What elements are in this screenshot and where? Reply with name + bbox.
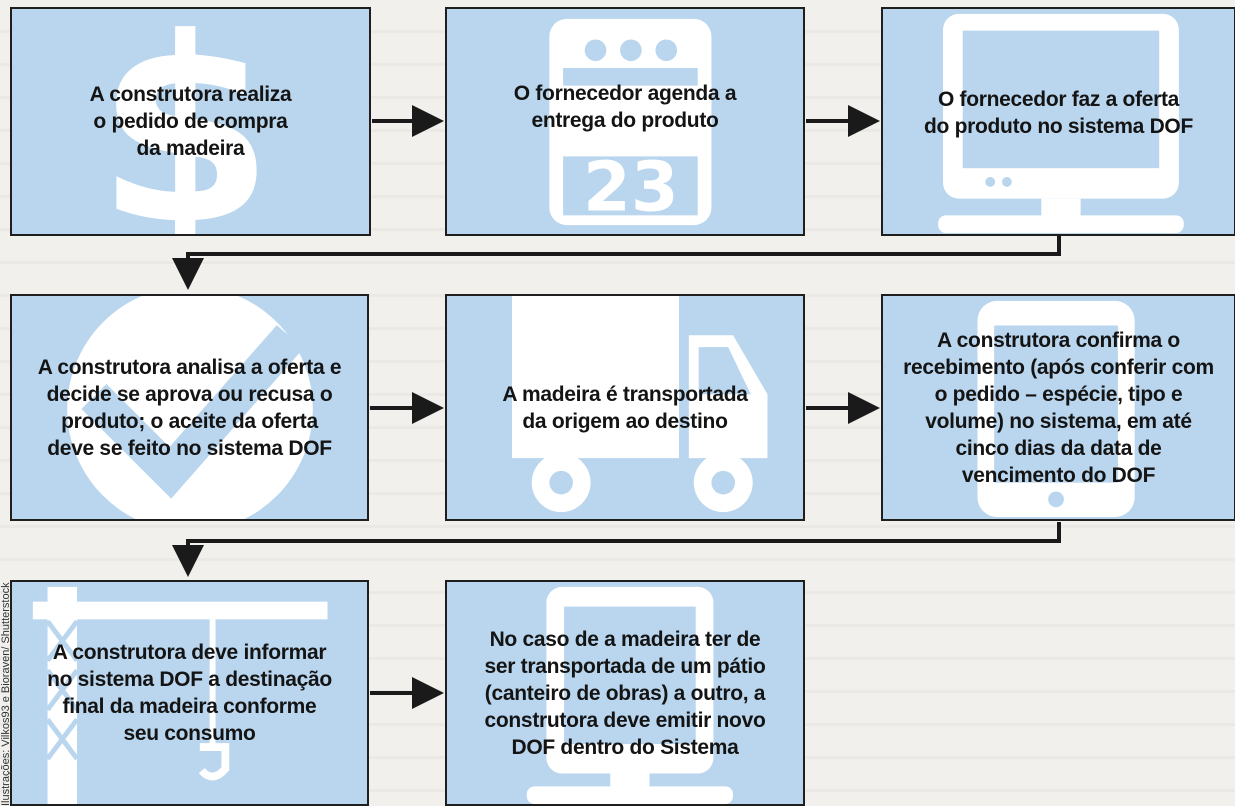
step-1-text: A construtora realiza o pedido de compra… xyxy=(89,83,292,160)
calendar-day: 23 xyxy=(583,147,679,227)
checkmark-icon xyxy=(67,296,313,519)
calendar-icon: 23 xyxy=(549,18,712,227)
step-4-text: A construtora analisa a oferta e decide … xyxy=(37,355,342,460)
monitor-icon xyxy=(938,13,1184,234)
step-2-box: 23 O fornecedor agenda a entrega do prod… xyxy=(445,7,805,236)
dollar-sign-icon: $ xyxy=(96,9,274,234)
tablet-icon xyxy=(977,300,1135,518)
step-1-box: $ A construtora realiza o pedido de comp… xyxy=(10,7,371,236)
step-3-box: O fornecedor faz a oferta do produto no … xyxy=(881,7,1235,236)
arrow-3-4 xyxy=(172,236,1061,290)
monitor-icon xyxy=(526,586,734,804)
step-7-box: A construtora deve informar no sistema D… xyxy=(10,580,369,806)
step-8-text: No caso de a madeira ter de ser transpor… xyxy=(484,627,766,759)
image-credit: Ilustrações: Vilkos93 e Bioraven/ Shutte… xyxy=(0,582,12,806)
arrow-6-7 xyxy=(172,522,1061,577)
step-8-box: No caso de a madeira ter de ser transpor… xyxy=(445,580,805,806)
svg-text:$: $ xyxy=(96,9,274,234)
step-4-box: A construtora analisa a oferta e decide … xyxy=(10,294,369,521)
step-3-text: O fornecedor faz a oferta do produto no … xyxy=(924,87,1193,138)
step-7-text: A construtora deve informar no sistema D… xyxy=(47,641,332,745)
step-5-text: A madeira é transportada da origem ao de… xyxy=(502,382,748,433)
step-6-text: A construtora confirma o recebimento (ap… xyxy=(903,328,1214,487)
crane-icon xyxy=(32,586,328,804)
step-5-box: A madeira é transportada da origem ao de… xyxy=(445,294,805,521)
step-6-box: A construtora confirma o recebimento (ap… xyxy=(881,294,1235,521)
truck-icon xyxy=(512,296,768,513)
step-2-text: O fornecedor agenda a entrega do produto xyxy=(513,81,737,132)
